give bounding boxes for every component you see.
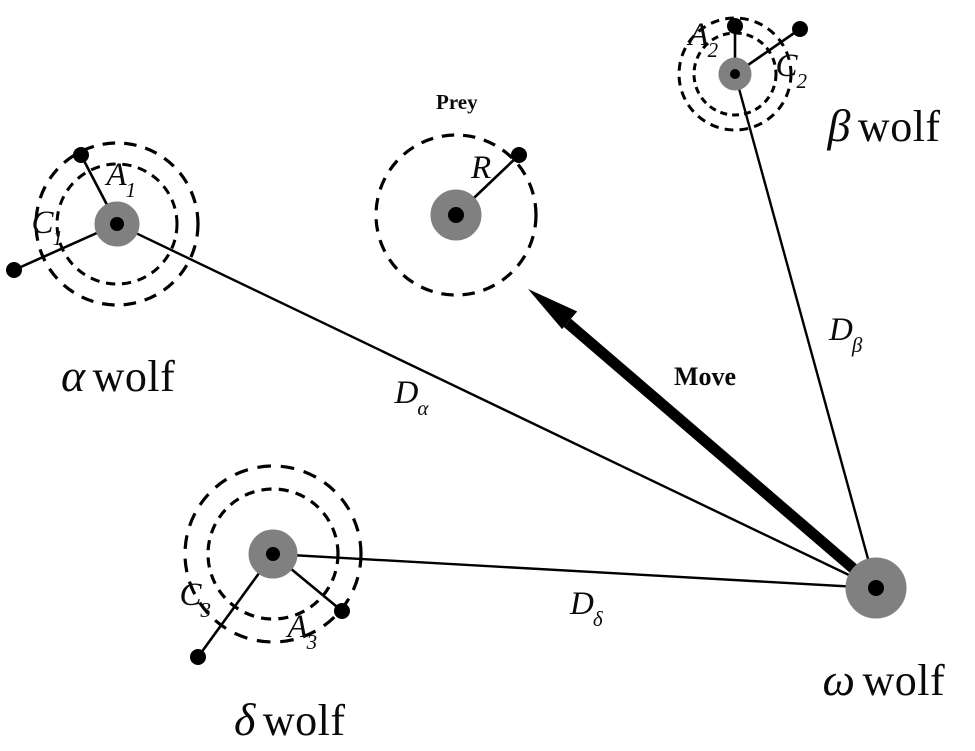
alpha-label-C1: C1 bbox=[31, 205, 64, 250]
move-arrow-head bbox=[528, 289, 578, 330]
beta-label-C2: C2 bbox=[775, 48, 808, 93]
beta-ring-2 bbox=[677, 16, 793, 132]
prey-center-dot bbox=[448, 207, 464, 223]
distance-label-D_alpha: Dα bbox=[394, 375, 429, 420]
distance-label-D_beta: Dβ bbox=[829, 312, 863, 357]
delta-satellite-dot-C3 bbox=[190, 649, 206, 665]
alpha-ring-2 bbox=[34, 141, 200, 307]
alpha-satellite-dot-A1 bbox=[73, 147, 89, 163]
move-arrow-label: Move bbox=[674, 362, 737, 391]
omega-center-dot bbox=[868, 580, 884, 596]
delta-label-A3: A3 bbox=[287, 609, 318, 654]
distance-line-D_beta bbox=[733, 73, 878, 589]
alpha-ring-1 bbox=[55, 162, 179, 286]
delta-ring-2 bbox=[183, 464, 363, 644]
alpha-satellite-dot-C1 bbox=[6, 262, 22, 278]
alpha-center-dot bbox=[110, 217, 124, 231]
delta-center-dot bbox=[266, 547, 280, 561]
distance-label-D_delta: Dδ bbox=[570, 586, 603, 631]
beta-satellite-dot-C2 bbox=[792, 21, 808, 37]
delta-ring-1 bbox=[206, 487, 340, 621]
delta-satellite-dot-A3 bbox=[334, 603, 350, 619]
prey-satellite-dot-R bbox=[511, 147, 527, 163]
distance-line-D_alpha bbox=[116, 222, 877, 590]
prey-ring-1 bbox=[374, 133, 538, 297]
alpha-label-A1: A1 bbox=[106, 157, 137, 202]
beta-center-dot bbox=[730, 69, 740, 79]
move-arrow-shaft bbox=[563, 318, 880, 593]
beta-satellite-dot-A2 bbox=[727, 18, 743, 34]
beta-label-A2: A2 bbox=[688, 17, 719, 62]
prey-label-R: R bbox=[471, 149, 492, 186]
prey-label: Prey bbox=[436, 89, 478, 114]
distance-line-D_delta bbox=[272, 552, 877, 590]
delta-label-C3: C3 bbox=[179, 577, 212, 622]
